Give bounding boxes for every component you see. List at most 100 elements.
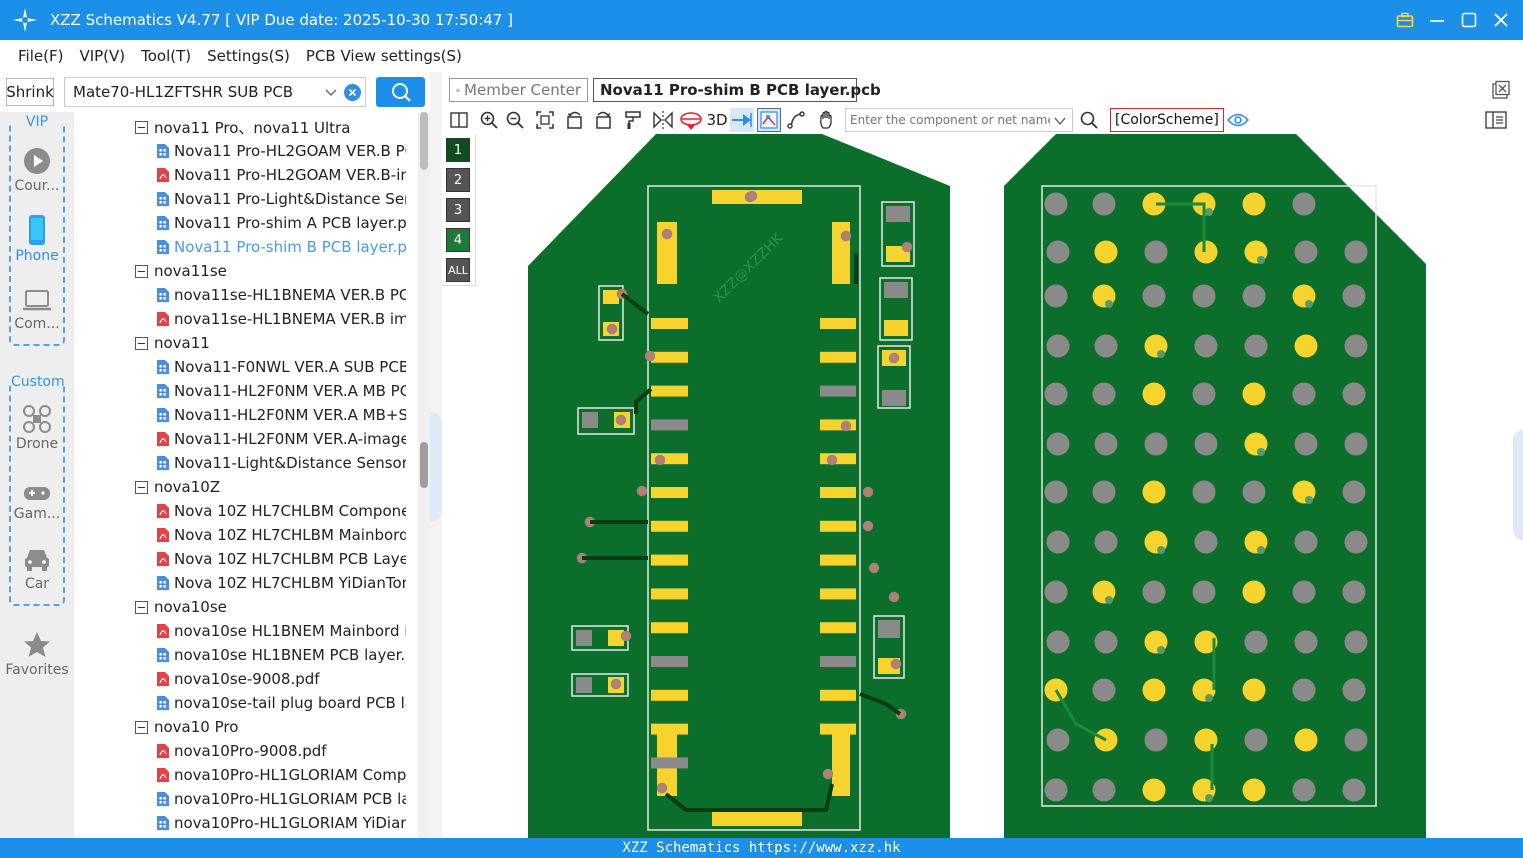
tree-file[interactable]: Nova11-HL2F0NM VER.A-image.pc [156,427,406,451]
menu-file[interactable]: File(F) [18,47,64,65]
bga-ball[interactable] [1242,382,1266,406]
bga-ball[interactable] [1046,334,1070,358]
tab-member-center[interactable]: Member Center [449,78,588,102]
bga-ball[interactable] [1142,778,1166,802]
board-search-input[interactable] [73,83,313,101]
pcb-pad[interactable] [884,320,908,336]
bga-ball[interactable] [1294,334,1318,358]
rotate-right-button[interactable] [592,108,614,132]
pcb-pad[interactable] [651,351,688,363]
pcb-pad[interactable] [651,453,688,465]
rail-item-car[interactable]: Car [0,546,74,592]
bga-ball[interactable] [1044,192,1068,216]
net-search-button[interactable] [1078,108,1100,132]
bga-ball[interactable] [1292,382,1316,406]
layer-4-button[interactable]: 4 [446,228,470,252]
bga-ball[interactable] [1242,480,1266,504]
bga-ball[interactable] [1342,382,1366,406]
pcb-pad[interactable] [582,412,598,428]
rail-item-courses[interactable]: Cour... [0,146,74,194]
bga-ball[interactable] [1142,580,1166,604]
zoom-out-button[interactable] [504,108,526,132]
pcb-pad[interactable] [576,677,592,693]
pcb-pad[interactable] [820,554,856,566]
bga-ball[interactable] [1046,630,1070,654]
menu-tool[interactable]: Tool(T) [141,47,192,65]
bga-ball[interactable] [1192,284,1216,308]
bga-ball[interactable] [1194,334,1218,358]
visibility-button[interactable] [1226,108,1250,132]
bga-ball[interactable] [1344,334,1368,358]
bga-ball[interactable] [1194,728,1218,752]
bga-ball[interactable] [1294,530,1318,554]
tree-file[interactable]: Nova11-F0NWL VER.A SUB PCB lay [156,355,406,379]
bga-ball[interactable] [1044,778,1068,802]
bga-ball[interactable] [1046,530,1070,554]
bga-ball[interactable] [1344,530,1368,554]
bga-ball[interactable] [1142,480,1166,504]
pcb-pad[interactable] [820,656,856,667]
fit-view-button[interactable] [534,108,556,132]
bga-ball[interactable] [1344,240,1368,264]
layer-1-button[interactable]: 1 [446,138,470,162]
rail-item-computer[interactable]: Com... [0,286,74,332]
bga-ball[interactable] [1094,334,1118,358]
bga-ball[interactable] [1094,530,1118,554]
pcb-pad[interactable] [820,385,856,397]
tree-folder[interactable]: nova11se [135,259,227,283]
bga-ball[interactable] [1242,580,1266,604]
pcb-canvas[interactable]: XZZ@XZZHK [476,134,1523,838]
view-3d-button[interactable]: 3D [706,108,728,132]
tree-file[interactable]: nova10Pro-HL1GLORIAM PCB laye [156,787,406,811]
tree-file[interactable]: Nova11 Pro-HL2GOAM VER.B-imag [156,163,406,187]
bga-ball[interactable] [1144,728,1168,752]
board-search-box[interactable] [64,77,366,107]
tree-file[interactable]: Nova11-HL2F0NM VER.A MB+SUB [156,403,406,427]
rotate-left-button[interactable] [564,108,586,132]
pcb-pad[interactable] [651,757,688,769]
pcb-pad[interactable] [651,656,688,667]
collapse-icon[interactable] [135,480,148,494]
pcb-pad[interactable] [884,282,908,298]
collapse-icon[interactable] [135,336,148,350]
layer-2-button[interactable]: 2 [446,168,470,192]
scroll-thumb-secondary[interactable] [420,442,428,488]
pcb-pad[interactable] [820,453,856,465]
pcb-pad[interactable] [820,487,856,498]
tree-scrollbar[interactable] [418,112,430,838]
pcb-pad[interactable] [820,723,856,735]
tree-file[interactable]: nova10se-tail plug board PCB laye [156,691,406,715]
bga-ball[interactable] [1142,678,1166,702]
tree-file[interactable]: Nova11 Pro-Light&Distance Senso [156,187,406,211]
layer-all-button[interactable]: ALL [446,258,470,282]
bga-ball[interactable] [1242,778,1266,802]
bga-ball[interactable] [1044,480,1068,504]
bga-ball[interactable] [1292,580,1316,604]
bga-ball[interactable] [1092,382,1116,406]
bga-ball[interactable] [1094,630,1118,654]
collapse-icon[interactable] [135,120,148,134]
bga-ball[interactable] [1342,778,1366,802]
collapse-icon[interactable] [135,600,148,614]
bga-ball[interactable] [1192,480,1216,504]
bga-ball[interactable] [1344,630,1368,654]
bga-ball[interactable] [1194,630,1218,654]
pcb-pad[interactable] [820,689,856,701]
toggle-panel-button[interactable] [1484,108,1508,132]
pcb-pad[interactable] [651,385,688,397]
pcb-pad[interactable] [651,520,688,532]
bga-ball[interactable] [1142,382,1166,406]
menu-vip[interactable]: VIP(V) [79,47,126,65]
paint-button[interactable] [622,108,644,132]
bga-ball[interactable] [1292,778,1316,802]
right-collapse-handle[interactable] [1513,430,1523,540]
flip-view-button[interactable] [678,108,704,132]
measure-button[interactable] [784,108,808,132]
bga-ball[interactable] [1244,630,1268,654]
bga-ball[interactable] [1092,778,1116,802]
bga-ball[interactable] [1044,580,1068,604]
bga-ball[interactable] [1244,334,1268,358]
pcb-pad[interactable] [882,390,906,406]
pcb-pad[interactable] [820,622,856,634]
zoom-in-button[interactable] [478,108,500,132]
